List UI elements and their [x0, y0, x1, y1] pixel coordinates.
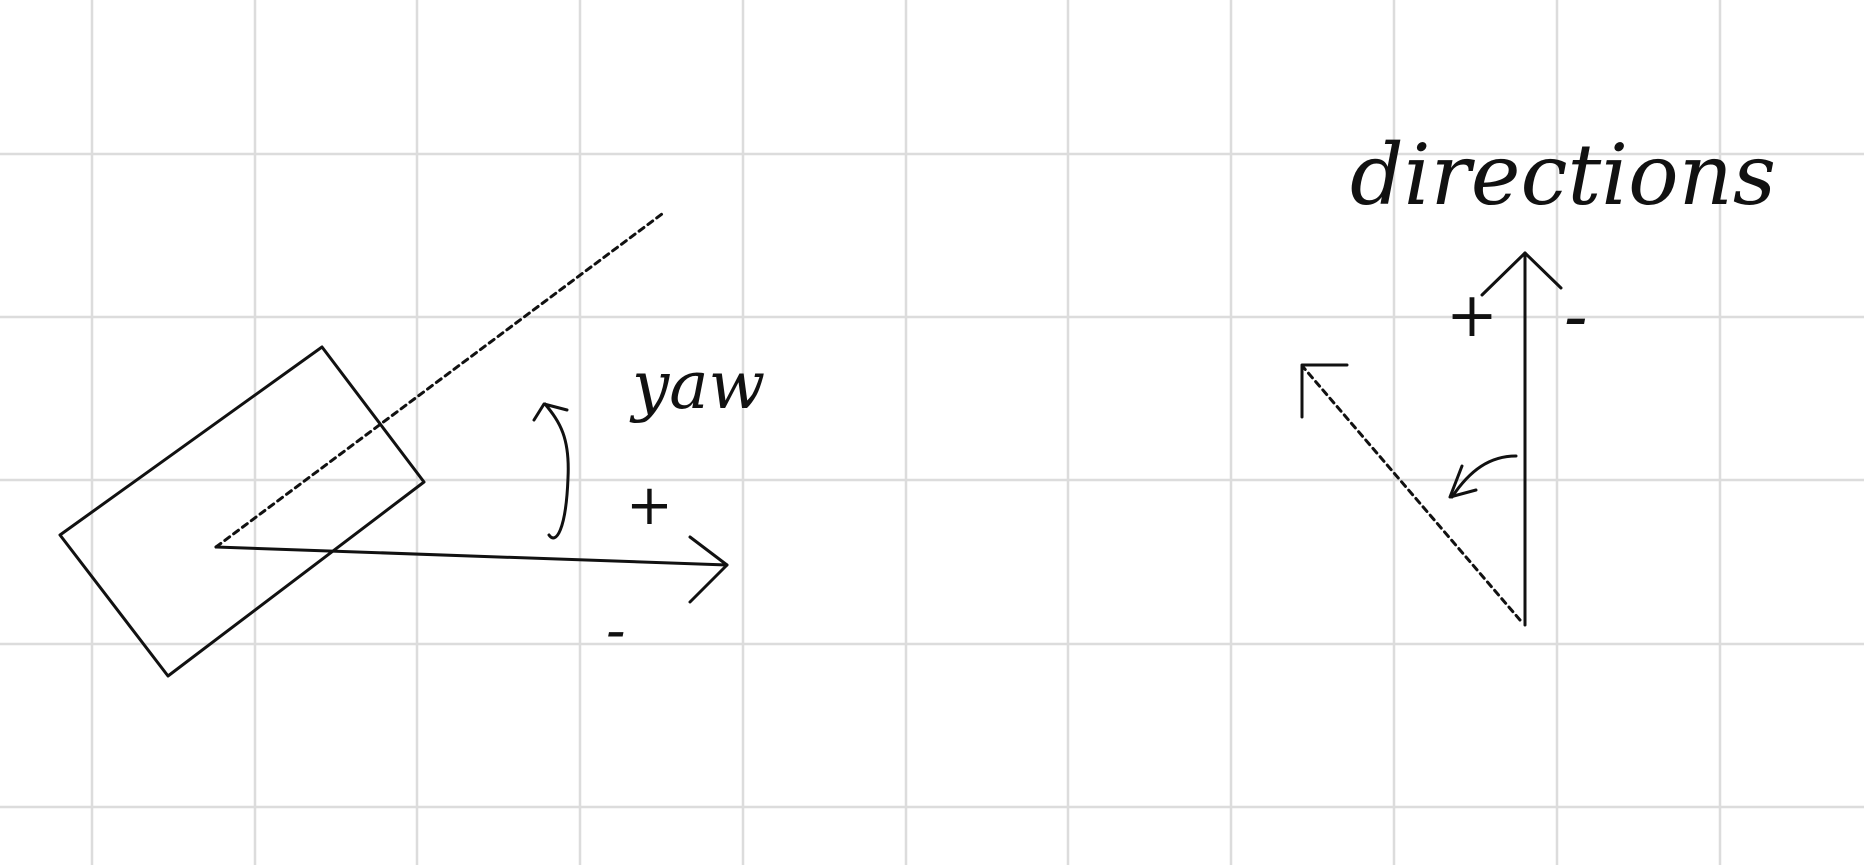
plus-label-right: +: [1446, 278, 1498, 351]
reference-arrow-shaft: [214, 545, 729, 567]
heading-dashed-line: [214, 212, 664, 549]
plus-label-left: +: [626, 473, 673, 538]
yaw-rotation-arrow: [543, 402, 570, 540]
vehicle-rectangle: [58, 345, 426, 678]
reference-arrow-head: [688, 535, 729, 604]
rotation-direction-arrowhead: [1448, 464, 1478, 499]
rotated-dashed-line: [1302, 366, 1522, 622]
directions-label: directions: [1350, 126, 1776, 224]
forward-arrow-head: [1480, 251, 1563, 297]
directions-diagram: directions + -: [1300, 126, 1776, 627]
minus-label-right: -: [1564, 275, 1588, 357]
rotated-arrow-head: [1300, 363, 1349, 419]
yaw-label: yaw: [629, 347, 765, 424]
rotation-direction-arrow: [1450, 454, 1518, 499]
yaw-diagram: yaw + -: [58, 212, 765, 678]
yaw-rotation-arrowhead: [532, 402, 569, 422]
minus-label-left: -: [606, 596, 626, 664]
